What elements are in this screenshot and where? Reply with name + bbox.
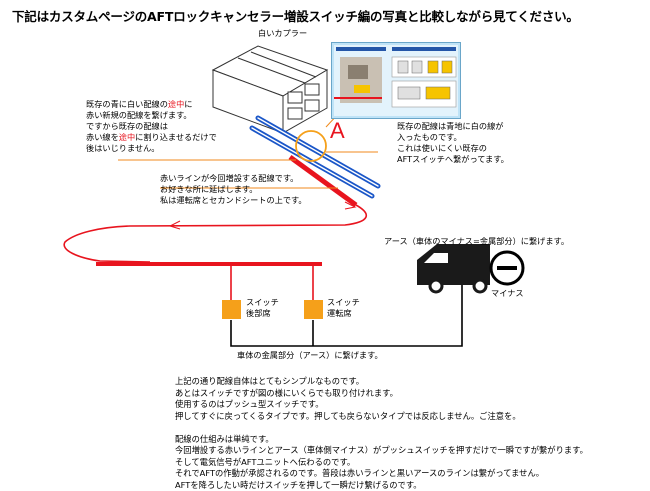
coupler-label: 白いカプラー (258, 28, 308, 38)
right-note: 既存の配線は青地に白の線が 入ったものです。 これは使いにくい既存の AFTスイ… (397, 121, 509, 164)
switch-driver-seat (304, 300, 323, 319)
explanation-text: 上記の通り配線自体はとてもシンプルなものです。 あとはスイッチですが図の様にいく… (175, 376, 588, 490)
ground-wires (230, 282, 463, 347)
white-coupler-shape (211, 45, 329, 134)
left-note-line5: 後はいじりません。 (86, 143, 160, 153)
reference-photo (331, 42, 461, 119)
left-note-line2: 赤い新規の配線を繋げます。 (86, 110, 192, 120)
body-ground-note: 車体の金属部分（アース）に繋げます。 (237, 350, 383, 360)
switch-driver-label: スイッチ 運転席 (327, 297, 360, 318)
truck-icon (417, 244, 490, 294)
red-wire-note: 赤いラインが今回増設する配線です。 お好きな所に延ばします。 私は運転席とセカン… (160, 173, 307, 205)
wire-direction-arrows (168, 201, 357, 230)
switch-rear-seat (222, 300, 241, 319)
emphasis-midway: 途中 (118, 132, 136, 142)
existing-blue-wires (249, 115, 381, 199)
ground-note: アース（車体のマイナス=金属部分）に繋げます。 (384, 236, 570, 246)
left-note-line4: 赤い線を途中に割り込ませるだけで (86, 132, 217, 142)
left-note: 既存の青に白い配線の途中に 赤い新規の配線を繋げます。 ですから既存の配線は 赤… (86, 99, 217, 154)
new-red-wire (63, 154, 367, 300)
point-a-label: A (330, 118, 345, 143)
minus-label: マイナス (491, 288, 524, 298)
point-a-circle (295, 130, 327, 162)
photo-illustration (334, 45, 458, 116)
left-note-line3: ですから既存の配線は (86, 121, 168, 131)
left-note-line1: 既存の青に白い配線の途中に (86, 99, 193, 109)
switch-rear-label: スイッチ 後部席 (246, 297, 279, 318)
emphasis-midway: 途中 (167, 99, 185, 109)
page-title: 下記はカスタムページのAFTロックキャンセラー増設スイッチ編の写真と比較しながら… (12, 9, 579, 24)
minus-icon (489, 250, 525, 286)
